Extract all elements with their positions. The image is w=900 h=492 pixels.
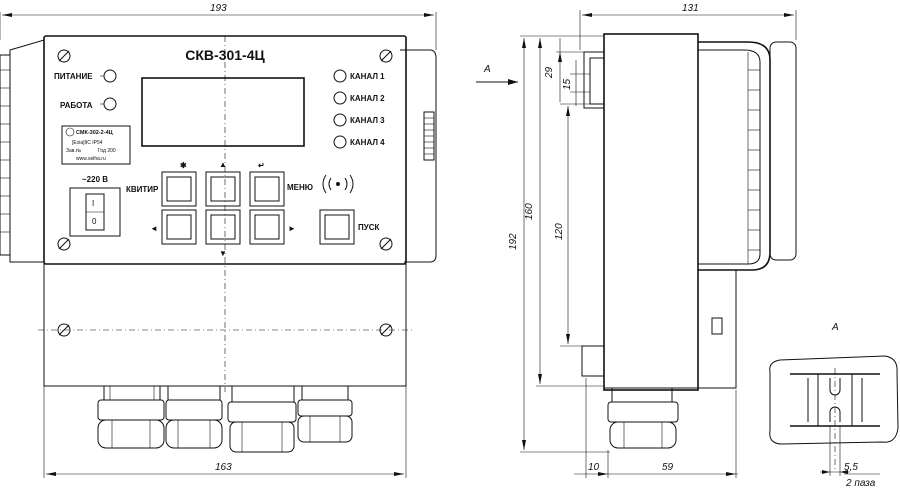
side-latch [711,317,723,335]
screw-top-right [379,49,393,63]
key-down[interactable] [205,209,241,245]
channel-4-label: КАНАЛ 4 [350,138,385,147]
arrow-down-icon: ▼ [219,249,227,258]
cable-gland-1 [97,385,165,449]
channel-1-led [333,69,347,83]
indicator-power-led [103,69,117,83]
side-terminal-box [604,269,737,389]
left-flange-ribs [0,69,10,233]
side-cable-gland [607,387,679,449]
keypad: ✱ ▲ ↵ КВИТИР МЕНЮ [126,160,380,258]
ex-logo-icon [65,127,75,137]
power-switch-on: I [92,199,94,208]
key-up[interactable] [205,171,241,207]
dim-2-slots: 2 паза [845,478,876,489]
arrow-left-icon: ◄ [150,224,158,233]
dimension-front-base: 163 [43,386,407,478]
cable-gland-3 [227,385,297,453]
screw-cover-right [379,323,393,337]
key-menu-label: МЕНЮ [287,183,313,192]
key-start[interactable] [319,209,355,245]
channel-1-label: КАНАЛ 1 [350,72,385,81]
left-bracket [9,39,45,263]
dim-120: 120 [554,223,565,240]
key-star-glyph: ✱ [180,161,187,170]
nameplate-year: Год 200 [98,148,116,154]
dim-15: 15 [562,78,573,90]
indicator-power-label: ПИТАНИЕ [54,72,93,81]
dimension-side-bottom: 10 59 [574,378,738,478]
device-title: СКВ-301-4Ц [185,47,265,63]
key-left[interactable] [161,209,197,245]
cable-gland-2 [165,385,223,449]
screw-bottom-right [379,237,393,251]
side-body [603,33,699,391]
lcd-display [141,77,305,147]
detail-view-a: A 5,5 2 паза [769,322,899,489]
nameplate-serial: Зав.№ [66,148,81,154]
cable-gland-4 [297,385,353,443]
left-side-flange [0,54,11,256]
indicator-work-led [103,97,117,111]
right-grille-lines [424,117,434,155]
channel-indicators: КАНАЛ 1 КАНАЛ 2 КАНАЛ 3 КАНАЛ 4 [333,69,385,149]
side-front-cover [698,41,771,271]
key-enter[interactable] [249,171,285,207]
screw-bottom-left [57,237,71,251]
channel-2-label: КАНАЛ 2 [350,94,385,103]
view-arrow-a: A [476,64,518,85]
screw-cover-left [57,323,71,337]
channel-4-led [333,135,347,149]
nameplate-site: www.selha.ru [76,156,106,162]
dimension-side-vertical: 192 160 120 29 15 [508,35,610,453]
terminal-cover [43,263,407,387]
arrow-up-icon: ▲ [219,160,227,169]
power-label: ~220 В [82,175,108,184]
front-view: 193 [0,3,437,478]
power-switch-housing [69,187,121,237]
dim-5-5: 5,5 [844,462,858,473]
dim-193: 193 [210,3,227,14]
dim-163: 163 [215,462,232,473]
dim-10: 10 [588,462,600,473]
nameplate: СМК-302-2-4Ц [Exia]IIC IP54 Зав.№ Год 20… [61,125,131,165]
side-mount-bottom [581,345,605,377]
dimension-side-depth: 131 [579,3,797,50]
dim-59: 59 [662,462,674,473]
side-cover-ribs [747,52,760,264]
key-right[interactable] [249,209,285,245]
indicator-work-label: РАБОТА [60,101,93,110]
view-arrow-label: A [483,64,491,75]
dim-131: 131 [682,3,699,14]
power-switch-off: 0 [92,217,97,226]
channel-2-led [333,91,347,105]
dimension-front-overall: 193 [0,3,437,50]
detail-view-label: A [831,322,839,333]
dim-160: 160 [524,203,535,220]
channel-3-led [333,113,347,127]
key-ack[interactable] [161,171,197,207]
arrow-right-icon: ► [288,224,296,233]
channel-3-label: КАНАЛ 3 [350,116,385,125]
nameplate-model: СМК-302-2-4Ц [76,130,113,136]
wireless-signal-icon [322,174,354,194]
side-mount-top [583,51,605,109]
detail-wall-outline [769,355,899,445]
dim-29: 29 [544,66,555,79]
key-start-label: ПУСК [358,223,380,232]
screw-top-left [57,49,71,63]
enter-icon: ↵ [258,161,265,170]
right-bracket [400,49,437,263]
side-cover-edge [769,41,797,261]
nameplate-marking: [Exia]IIC IP54 [72,140,103,146]
side-view: 131 [508,3,797,478]
key-ack-label: КВИТИР [126,185,159,194]
dim-192: 192 [508,233,519,250]
